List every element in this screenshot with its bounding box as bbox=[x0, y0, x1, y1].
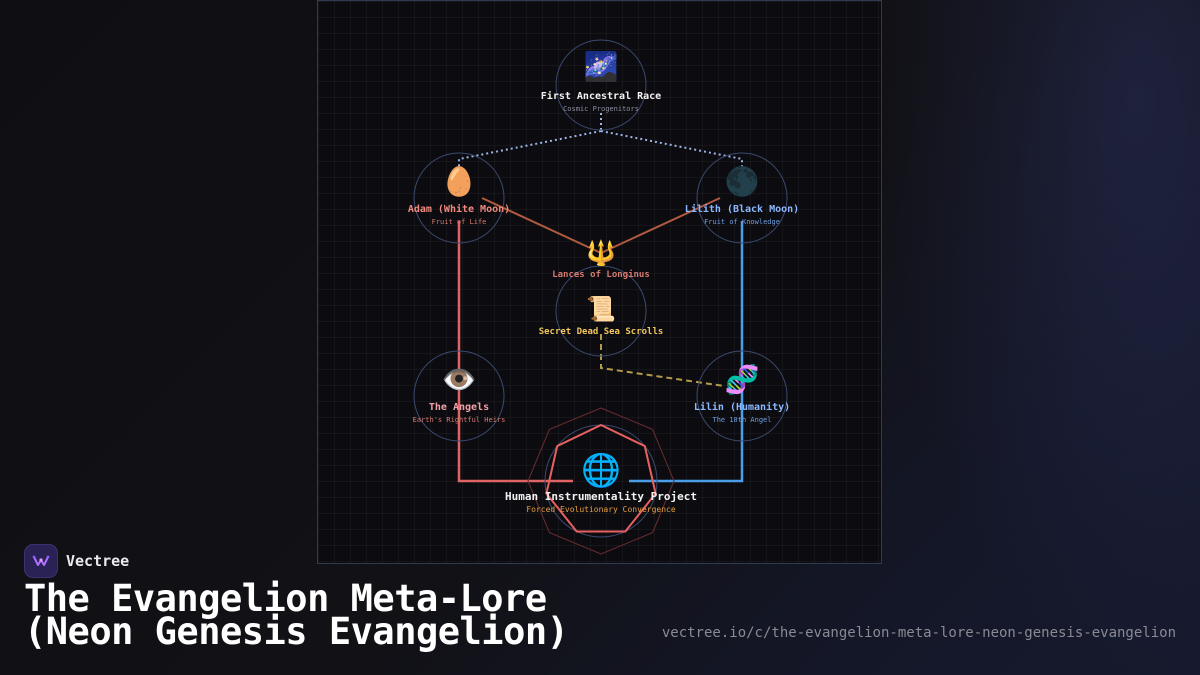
node-angels-subtitle: Earth's Rightful Heirs bbox=[412, 416, 506, 424]
node-ring-angels bbox=[413, 350, 505, 442]
node-ring-adam bbox=[413, 152, 505, 244]
page-title: The Evangelion Meta-Lore (Neon Genesis E… bbox=[24, 577, 569, 653]
node-adam-subtitle: Fruit of Life bbox=[431, 218, 487, 226]
node-lilin[interactable]: Lilin (Humanity) The 18th Angel bbox=[642, 402, 842, 425]
node-hip-subtitle: Forced Evolutionary Convergence bbox=[526, 505, 676, 514]
node-lilith[interactable]: Lilith (Black Moon) Fruit of Knowledge bbox=[642, 204, 842, 227]
black-moon-icon: 🌑 bbox=[724, 165, 760, 198]
node-hip-title: Human Instrumentality Project bbox=[504, 490, 698, 503]
connector-ancestral-to-lilith bbox=[600, 130, 743, 167]
node-scrolls[interactable]: Secret Dead Sea Scrolls bbox=[501, 326, 701, 338]
eye-icon: 👁️ bbox=[441, 363, 477, 396]
node-adam[interactable]: Adam (White Moon) Fruit of Life bbox=[359, 204, 559, 227]
brand-name: Vectree bbox=[66, 552, 130, 570]
egg-icon: 🥚 bbox=[441, 165, 477, 198]
connector-lilith-line bbox=[629, 221, 744, 483]
connector-scrolls-lilin bbox=[600, 334, 725, 387]
vectree-logo-icon bbox=[24, 544, 58, 578]
node-lilith-subtitle: Fruit of Knowledge bbox=[704, 218, 780, 226]
node-hip[interactable]: Human Instrumentality Project Forced Evo… bbox=[471, 490, 731, 515]
page-title-line2: (Neon Genesis Evangelion) bbox=[24, 610, 569, 653]
dna-icon: 🧬 bbox=[724, 363, 760, 396]
node-lances[interactable]: Lances of Longinus bbox=[501, 269, 701, 281]
node-ring-scrolls bbox=[555, 265, 647, 357]
node-scrolls-title: Secret Dead Sea Scrolls bbox=[538, 327, 664, 337]
node-first-race[interactable]: First Ancestral Race Cosmic Progenitors bbox=[501, 91, 701, 114]
node-ring-first-race bbox=[555, 39, 647, 131]
node-first-race-subtitle: Cosmic Progenitors bbox=[563, 105, 639, 113]
hip-outer-octagon bbox=[527, 407, 675, 555]
page-title-line1: The Evangelion Meta-Lore bbox=[24, 577, 547, 620]
node-lilith-title: Lilith (Black Moon) bbox=[684, 204, 800, 215]
node-lilin-title: Lilin (Humanity) bbox=[693, 402, 791, 413]
brand[interactable]: Vectree bbox=[24, 544, 129, 578]
connector-adam-line bbox=[457, 221, 573, 483]
node-ring-lilith bbox=[696, 152, 788, 244]
node-ring-lilin bbox=[696, 350, 788, 442]
galaxy-icon: 🌌 bbox=[583, 50, 619, 83]
background-glow bbox=[880, 0, 1200, 675]
trident-icon: 🔱 bbox=[586, 239, 616, 267]
hip-inner-heptagon bbox=[545, 423, 657, 533]
connector-lance-lilith bbox=[600, 197, 721, 254]
node-lances-title: Lances of Longinus bbox=[552, 270, 650, 280]
connector-ancestral-to-adam bbox=[458, 130, 602, 167]
node-angels[interactable]: The Angels Earth's Rightful Heirs bbox=[359, 402, 559, 425]
diagram-canvas[interactable]: 🌌 First Ancestral Race Cosmic Progenitor… bbox=[317, 0, 882, 564]
page-url[interactable]: vectree.io/c/the-evangelion-meta-lore-ne… bbox=[661, 625, 1176, 641]
node-adam-title: Adam (White Moon) bbox=[407, 204, 511, 215]
connector-lance-adam bbox=[481, 197, 602, 254]
node-lilin-subtitle: The 18th Angel bbox=[712, 416, 772, 424]
globe-icon: 🌐 bbox=[581, 451, 621, 489]
diagram-connectors bbox=[413, 39, 788, 555]
node-angels-title: The Angels bbox=[428, 402, 490, 413]
node-first-race-title: First Ancestral Race bbox=[540, 91, 662, 102]
scroll-icon: 📜 bbox=[586, 295, 616, 323]
